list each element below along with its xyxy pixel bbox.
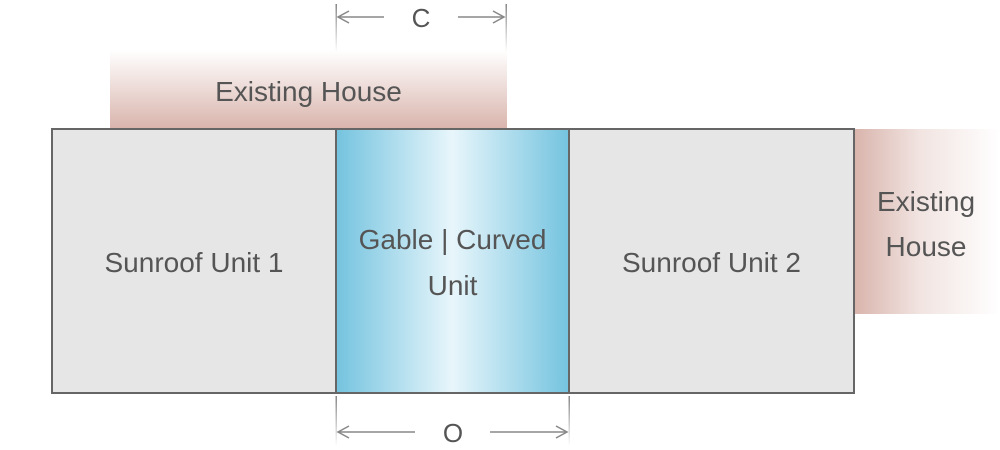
existing-house-top-label: Existing House (215, 76, 402, 107)
dimension-o-right-arrow (555, 425, 569, 439)
gable-curved-unit-label-line1: Gable | Curved (359, 224, 547, 255)
existing-house-right-label-line1: Existing (877, 186, 975, 217)
sunroof-unit-1-label: Sunroof Unit 1 (105, 247, 284, 278)
dimension-c-left-arrow (336, 10, 350, 24)
dimension-o-left-extension (335, 396, 337, 446)
existing-house-right: Existing House (854, 129, 1000, 314)
gable-curved-unit-label-line2: Unit (428, 270, 478, 301)
dimension-c-left-extension (335, 4, 337, 52)
gable-curved-unit-shape (335, 128, 570, 394)
existing-house-right-label-line2: House (886, 231, 967, 262)
dimension-c-right-arrow (492, 10, 506, 24)
dimension-o-right-extension (568, 396, 570, 446)
sunroof-unit-1-shape (51, 128, 337, 394)
dimension-c: C (335, 3, 507, 52)
sunroof-unit-1: Sunroof Unit 1 (51, 128, 337, 394)
sunroof-unit-2: Sunroof Unit 2 (568, 128, 855, 394)
dimension-o-label: O (443, 418, 463, 448)
dimension-o-left-arrow (336, 425, 350, 439)
dimension-c-right-extension (505, 4, 507, 52)
sunroof-unit-2-label: Sunroof Unit 2 (622, 247, 801, 278)
gable-curved-unit: Gable | Curved Unit (335, 128, 570, 394)
existing-house-top: Existing House (110, 50, 507, 129)
existing-house-top-shape (110, 50, 507, 129)
existing-house-right-shape (854, 129, 1000, 314)
sunroof-unit-2-shape (568, 128, 855, 394)
dimension-c-label: C (412, 3, 431, 33)
dimension-o: O (335, 396, 570, 448)
